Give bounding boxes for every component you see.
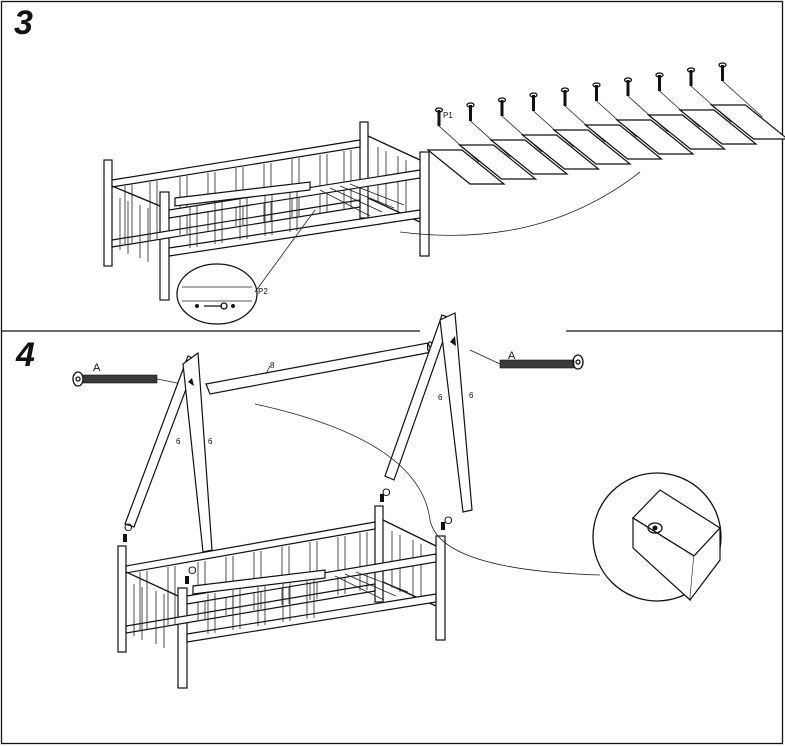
screw-head <box>434 107 444 113</box>
screw-head <box>623 77 633 83</box>
screw <box>595 85 598 101</box>
label-6-c: 6 <box>438 393 443 402</box>
step-3-bed-frame <box>103 121 430 301</box>
label-o-1: O <box>124 522 133 534</box>
screw-head <box>655 72 664 78</box>
screw-head <box>686 67 696 73</box>
step-3-number: 3 <box>14 4 33 42</box>
screw-head <box>466 102 475 108</box>
label-beam-8: 8 <box>270 361 275 370</box>
screw-head <box>592 82 601 88</box>
step-3-leader-curve <box>399 171 641 236</box>
step-4-detail-post-top <box>254 403 722 602</box>
label-p2: P2 <box>258 287 268 296</box>
step-4-bed-frame <box>117 505 446 689</box>
slat <box>709 104 785 140</box>
bolt-a-right: A <box>469 349 584 370</box>
ridge-beam-8: 8 <box>205 341 434 395</box>
screw-head <box>718 62 727 68</box>
slat <box>426 149 506 185</box>
screw <box>721 65 724 81</box>
screw <box>469 105 472 121</box>
label-p1: P1 <box>443 111 453 120</box>
slat <box>615 119 695 155</box>
screw-head <box>529 92 538 98</box>
step-4-number: 4 <box>16 336 35 374</box>
screw-guide-line <box>722 80 763 118</box>
label-a-right: A <box>508 350 516 362</box>
screw <box>658 75 661 91</box>
label-6-d: 6 <box>469 391 474 400</box>
step-3-detail-p2: P2 <box>176 209 316 325</box>
label-o-2: O <box>188 565 197 577</box>
label-6-a: 6 <box>176 437 181 446</box>
slat <box>520 134 601 170</box>
slat <box>583 124 664 160</box>
slat <box>552 129 632 165</box>
screw <box>689 70 693 86</box>
label-o-4: O <box>444 515 453 527</box>
step-3-slats <box>426 62 785 185</box>
left-a-frame: 6 6 <box>124 351 213 553</box>
label-6-b: 6 <box>208 437 213 446</box>
slat <box>646 114 727 150</box>
screw <box>532 95 535 111</box>
screw <box>626 80 630 96</box>
screw <box>563 90 567 106</box>
screw-head <box>560 87 570 93</box>
right-a-frame: 6 6 <box>384 312 474 513</box>
label-o-3: O <box>382 487 391 499</box>
screw-head <box>497 97 507 103</box>
slat <box>457 144 538 180</box>
slat <box>678 109 758 145</box>
slat <box>489 139 569 175</box>
screw <box>437 110 441 126</box>
bolt-a-left: A <box>72 362 183 387</box>
dowels-o: O O O O <box>123 487 453 584</box>
screw <box>500 100 504 116</box>
label-a-left: A <box>93 362 101 374</box>
